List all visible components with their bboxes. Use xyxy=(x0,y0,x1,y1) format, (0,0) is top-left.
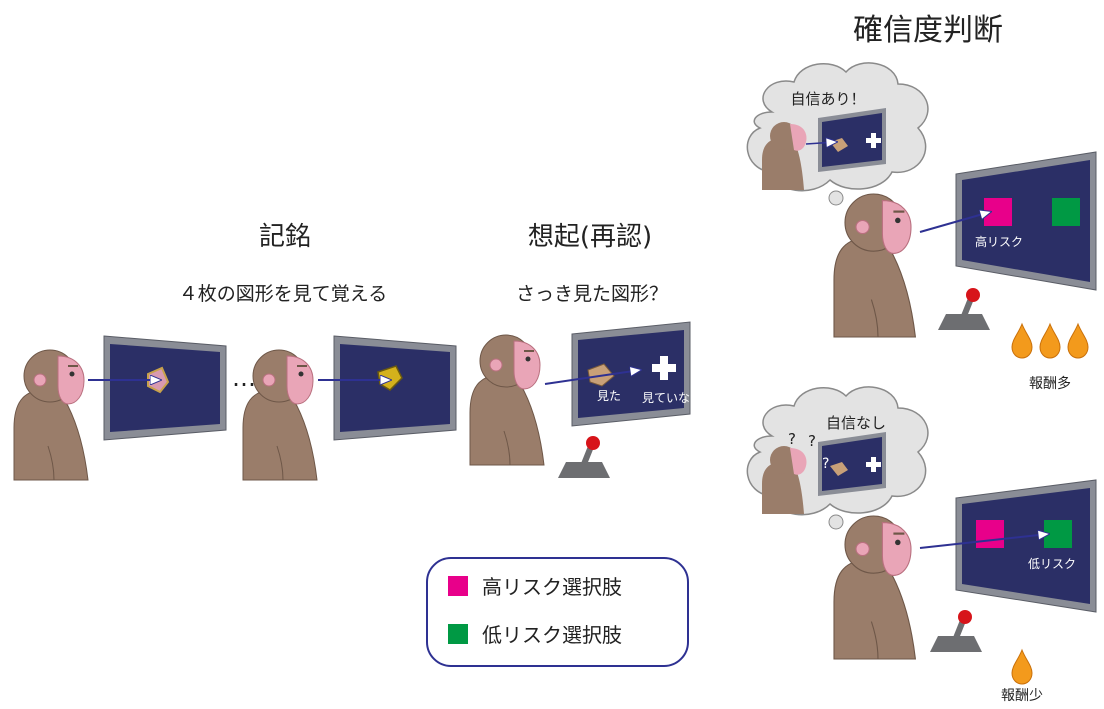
joystick-confidence-low xyxy=(930,610,982,652)
plus-icon-recall xyxy=(652,356,676,380)
encoding-subtitle: ４枚の図形を見て覚える xyxy=(179,283,387,305)
legend: 高リスク選択肢 低リスク選択肢 xyxy=(426,557,689,667)
ellipsis: … xyxy=(232,364,256,392)
question-mark-2: ? xyxy=(808,432,816,450)
thought-high-scene xyxy=(762,108,886,190)
reward-drop-icon xyxy=(1011,649,1033,685)
reward-low-label: 報酬少 xyxy=(1001,688,1043,704)
recall-not-seen-label: 見ていない xyxy=(642,391,702,405)
question-mark-3: ? xyxy=(822,456,829,472)
thought-low-text: 自信なし xyxy=(826,414,886,432)
reward-drop-icon xyxy=(1011,323,1033,359)
monitor-confidence-high xyxy=(955,151,1097,291)
monkey-encoding-1 xyxy=(13,349,89,481)
thought-low-scene xyxy=(762,432,886,514)
monkey-confidence-high xyxy=(832,192,917,339)
question-mark-1: ? xyxy=(788,430,796,448)
monitor-confidence-low xyxy=(955,479,1097,613)
reward-high-label: 報酬多 xyxy=(1029,375,1071,392)
recall-title: 想起(再認) xyxy=(528,222,652,252)
legend-box xyxy=(426,557,689,667)
gaze-arrow-confidence-high xyxy=(919,212,990,233)
recall-seen-label: 見た xyxy=(597,389,621,403)
monitor-encoding-1 xyxy=(103,335,227,441)
joystick-confidence-high xyxy=(938,288,990,330)
monkey-encoding-2 xyxy=(242,349,318,481)
reward-drop-icon xyxy=(1039,323,1061,359)
high-risk-option-low xyxy=(976,520,1004,548)
recall-subtitle: さっき見た図形？ xyxy=(516,283,668,305)
monitor-encoding-2 xyxy=(333,335,457,441)
legend-swatch-high-risk xyxy=(448,576,468,596)
monkey-recall xyxy=(469,334,545,466)
reward-drops-high xyxy=(1011,323,1089,359)
low-risk-option-low xyxy=(1044,520,1072,548)
choice-label-low: 低リスク xyxy=(1028,557,1076,571)
low-risk-option-high xyxy=(1052,198,1080,226)
gaze-arrow-confidence-low xyxy=(919,534,1048,549)
legend-label-low-risk: 低リスク選択肢 xyxy=(482,623,622,647)
reward-drop-icon xyxy=(1067,323,1089,359)
joystick-recall xyxy=(558,436,610,478)
choice-label-high: 高リスク xyxy=(975,234,1023,249)
legend-label-high-risk: 高リスク選択肢 xyxy=(482,575,622,599)
encoding-title: 記銘 xyxy=(259,222,311,252)
legend-swatch-low-risk xyxy=(448,624,468,644)
monkey-confidence-low xyxy=(832,514,917,661)
thought-high-text: 自信あり！ xyxy=(790,90,865,108)
gaze-arrow-recall xyxy=(544,370,640,385)
confidence-title: 確信度判断 xyxy=(853,13,1003,48)
